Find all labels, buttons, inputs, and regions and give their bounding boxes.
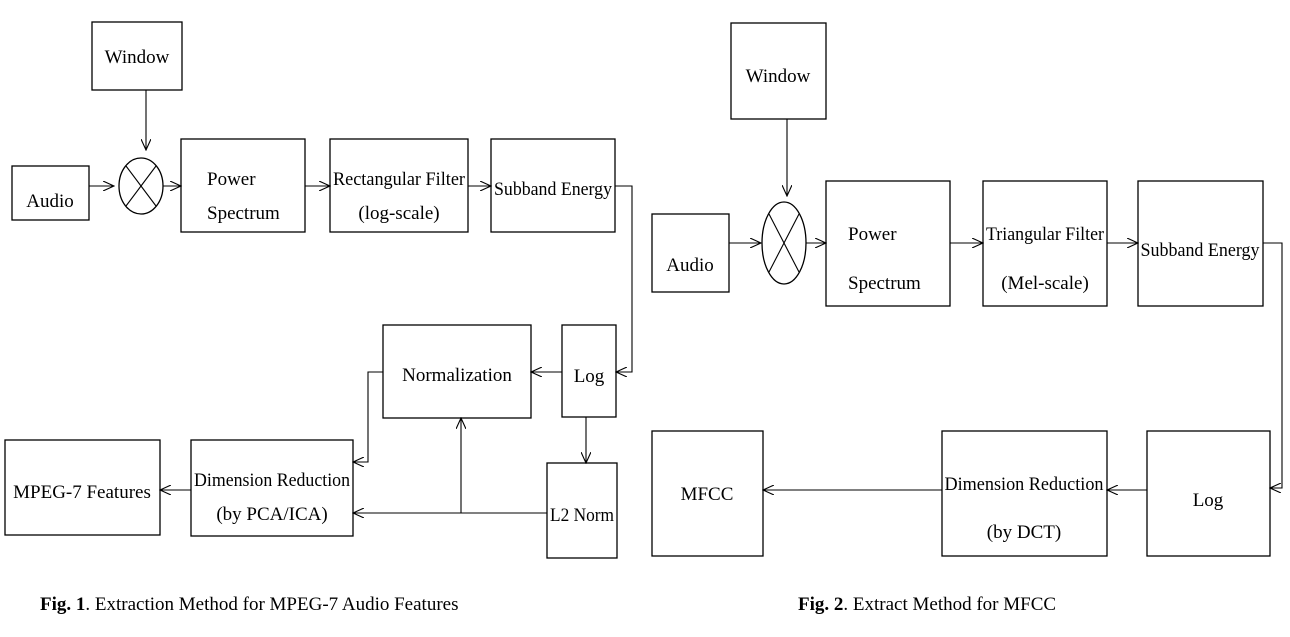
figure-1-caption-text: . Extraction Method for MPEG-7 Audio Fea… — [85, 594, 459, 615]
figure-1-diagram: Window Audio Power Spectrum Rectangular … — [4, 21, 633, 559]
fig1-power-spectrum-block: Power Spectrum — [180, 138, 306, 233]
fig1-features-block: MPEG-7 Features — [4, 439, 161, 536]
fig1-dimension-reduction-block: Dimension Reduction (by PCA/ICA) — [190, 439, 354, 537]
figure-1-caption: Fig. 1. Extraction Method for MPEG-7 Aud… — [40, 594, 458, 616]
fig1-audio-block: Audio — [11, 165, 90, 221]
fig1-filter-block: Rectangular Filter (log-scale) — [329, 138, 469, 233]
fig2-dimension-reduction-method-label: (by DCT) — [987, 522, 1061, 543]
fig2-log-block: Log — [1146, 430, 1271, 557]
fig1-power-label: Power — [207, 169, 256, 190]
fig2-dimension-reduction-label: Dimension Reduction — [945, 474, 1104, 495]
fig1-multiplier-icon — [118, 157, 164, 215]
figure-2-diagram: Window Audio Power Spectrum Triangular F… — [651, 22, 1283, 557]
fig2-window-block: Window — [730, 22, 827, 120]
fig1-dimension-reduction-label: Dimension Reduction — [194, 470, 350, 491]
fig2-connectors — [729, 119, 1283, 490]
fig1-features-label: MPEG-7 Features — [13, 482, 151, 503]
fig1-log-label: Log — [574, 366, 605, 387]
fig2-audio-block: Audio — [651, 213, 730, 293]
fig1-subband-energy-block: Subband Energy — [490, 138, 616, 233]
fig1-subband-energy-label: Subband Energy — [494, 179, 612, 200]
fig2-audio-label: Audio — [666, 255, 714, 276]
fig2-multiplier-icon — [761, 201, 807, 285]
fig2-subband-energy-label: Subband Energy — [1141, 240, 1260, 261]
fig2-mfcc-block: MFCC — [651, 430, 764, 557]
figure-2-caption-label: Fig. 2 — [798, 594, 844, 615]
fig2-power-spectrum-block: Power Spectrum — [825, 180, 951, 307]
fig2-log-label: Log — [1193, 490, 1224, 511]
fig1-filter-label: Rectangular Filter — [333, 169, 466, 190]
fig1-log-block: Log — [561, 324, 617, 418]
fig1-audio-label: Audio — [26, 191, 74, 212]
fig2-mfcc-label: MFCC — [681, 484, 734, 505]
fig1-normalization-block: Normalization — [382, 324, 532, 419]
fig1-l2-norm-block: L2 Norm — [546, 462, 618, 559]
figure-2-caption: Fig. 2. Extract Method for MFCC — [798, 594, 1056, 616]
fig2-filter-scale-label: (Mel-scale) — [1001, 273, 1089, 294]
fig2-spectrum-label: Spectrum — [848, 273, 921, 294]
fig1-connectors — [89, 90, 633, 513]
fig1-window-block: Window — [91, 21, 183, 91]
fig2-filter-block: Triangular Filter (Mel-scale) — [982, 180, 1108, 307]
fig2-dimension-reduction-block: Dimension Reduction (by DCT) — [941, 430, 1108, 557]
fig2-window-label: Window — [746, 66, 811, 87]
figure-1-caption-label: Fig. 1 — [40, 594, 86, 615]
fig2-subband-energy-block: Subband Energy — [1137, 180, 1264, 307]
fig2-filter-label: Triangular Filter — [986, 224, 1105, 245]
figure-2-caption-text: . Extract Method for MFCC — [843, 594, 1057, 615]
fig2-power-label: Power — [848, 224, 897, 245]
fig1-dimension-reduction-method-label: (by PCA/ICA) — [216, 504, 327, 525]
fig1-l2-norm-label: L2 Norm — [550, 505, 614, 526]
fig1-filter-scale-label: (log-scale) — [358, 203, 439, 224]
fig1-normalization-label: Normalization — [402, 365, 512, 386]
fig1-window-label: Window — [105, 47, 170, 68]
fig1-spectrum-label: Spectrum — [207, 203, 280, 224]
